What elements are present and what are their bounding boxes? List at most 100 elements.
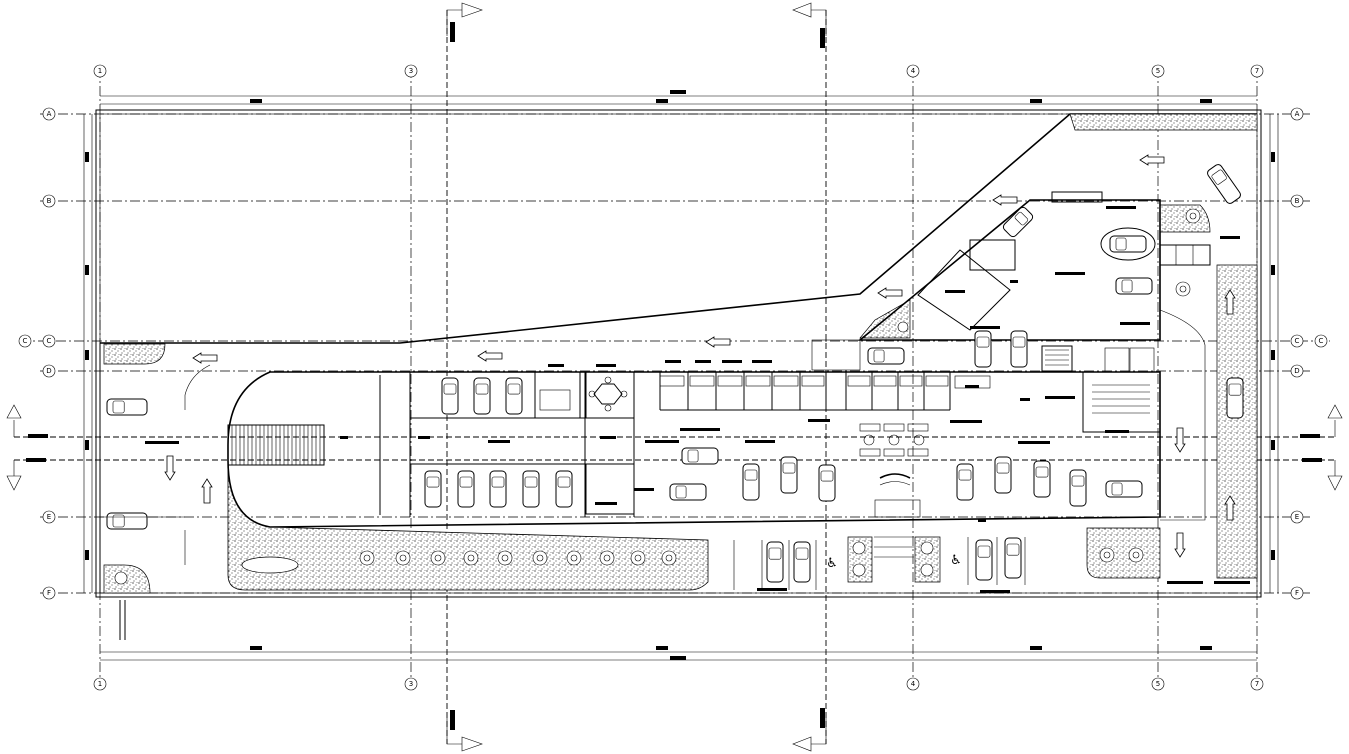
label-mark — [665, 360, 681, 363]
axis-bubble-row-e-right: E — [1290, 510, 1304, 524]
car-icon — [1115, 277, 1153, 295]
svg-text:D: D — [46, 367, 51, 375]
label-mark — [1055, 272, 1085, 275]
axis-bubble-row-d-right: D — [1290, 364, 1304, 378]
label-mark — [488, 440, 510, 443]
svg-text:A: A — [47, 110, 52, 118]
label-mark — [1018, 441, 1050, 444]
axis-bubble-col-3: 3 — [404, 64, 418, 78]
direction-arrow-icon — [992, 194, 1018, 206]
svg-text:C: C — [23, 337, 28, 345]
axis-bubble-row-a-right: A — [1290, 107, 1304, 121]
direction-arrow-icon — [192, 352, 218, 364]
label-mark — [596, 364, 616, 367]
label-mark — [1220, 236, 1240, 239]
axis-bubble-row-a: A — [42, 107, 56, 121]
label-mark — [634, 488, 654, 491]
axis-bubble-col-4: 4 — [906, 64, 920, 78]
label-mark — [645, 440, 679, 443]
axis-bubbles: 1 3 4 5 7 1 3 4 5 7 A B C C D E F A B C … — [18, 64, 1328, 691]
svg-text:7: 7 — [1255, 680, 1259, 688]
axis-bubble-row-c-far-right: C — [1314, 334, 1328, 348]
svg-text:5: 5 — [1156, 680, 1160, 688]
svg-text:E: E — [47, 513, 51, 521]
room-label-marks — [145, 206, 1250, 593]
axis-bubble-col-3-bottom: 3 — [404, 677, 418, 691]
car-icon — [681, 447, 719, 465]
label-mark — [1045, 396, 1075, 399]
label-mark — [1010, 280, 1018, 283]
label-mark — [965, 385, 979, 388]
label-mark — [722, 360, 742, 363]
direction-arrow-icon — [201, 478, 213, 504]
svg-text:3: 3 — [409, 67, 413, 75]
accessible-parking-icon: ♿ — [950, 553, 962, 568]
axis-bubble-row-c: C — [18, 334, 32, 348]
direction-arrow-icon — [1224, 289, 1236, 315]
accessible-parking-icon: ♿ — [826, 556, 838, 571]
car-icon — [975, 539, 993, 581]
label-mark — [1020, 398, 1030, 401]
label-mark — [600, 436, 616, 439]
label-mark — [1214, 581, 1250, 584]
direction-arrow-icon — [477, 350, 503, 362]
svg-text:1: 1 — [98, 67, 102, 75]
car-icon — [473, 377, 491, 415]
axis-bubble-row-d: D — [42, 364, 56, 378]
direction-arrow-icon — [164, 455, 176, 481]
label-mark — [695, 360, 711, 363]
section-markers — [6, 2, 1343, 752]
label-mark — [980, 590, 1010, 593]
car-icon — [1004, 537, 1022, 579]
car-icon — [1109, 235, 1147, 253]
label-mark — [595, 502, 617, 505]
direction-arrows — [164, 154, 1236, 558]
svg-text:D: D — [1294, 367, 1299, 375]
ramp-stripes — [231, 425, 321, 465]
label-mark — [945, 290, 965, 293]
axis-bubble-col-4-bottom: 4 — [906, 677, 920, 691]
axis-bubble-row-e: E — [42, 510, 56, 524]
label-mark — [950, 420, 982, 423]
car-icon — [742, 463, 760, 501]
axis-bubble-row-b: B — [42, 194, 56, 208]
svg-text:7: 7 — [1255, 67, 1259, 75]
label-mark — [970, 326, 1000, 329]
label-mark — [548, 364, 564, 367]
label-mark — [1167, 581, 1203, 584]
label-mark — [745, 440, 775, 443]
axis-bubble-row-c-right: C — [1290, 334, 1304, 348]
svg-text:C: C — [1295, 337, 1300, 345]
axis-bubble-col-5-bottom: 5 — [1151, 677, 1165, 691]
svg-text:B: B — [47, 197, 52, 205]
landscape-areas — [103, 113, 1258, 594]
svg-text:A: A — [1295, 110, 1300, 118]
car-icon — [457, 470, 475, 508]
car-icon — [867, 347, 905, 365]
direction-arrow-icon — [705, 336, 731, 348]
svg-text:C: C — [47, 337, 52, 345]
svg-text:E: E — [1295, 513, 1299, 521]
upper-building — [811, 191, 1211, 521]
svg-text:5: 5 — [1156, 67, 1160, 75]
car-icon — [424, 470, 442, 508]
axis-bubble-col-1: 1 — [93, 64, 107, 78]
direction-arrow-icon — [1174, 532, 1186, 558]
direction-arrow-icon — [1224, 495, 1236, 521]
svg-text:C: C — [1319, 337, 1324, 345]
trees — [114, 208, 1201, 585]
entrance-curve — [184, 364, 211, 396]
car-icon — [1010, 330, 1028, 368]
car-icon — [1207, 164, 1241, 204]
svg-text:1: 1 — [98, 680, 102, 688]
car-icon — [106, 398, 148, 416]
car-icon — [1069, 469, 1087, 507]
car-icon — [994, 456, 1012, 494]
parked-cars — [106, 164, 1244, 583]
car-icon — [974, 330, 992, 368]
reception — [859, 423, 929, 518]
car-icon — [106, 512, 148, 530]
office-row — [633, 372, 991, 430]
label-mark — [757, 588, 787, 591]
